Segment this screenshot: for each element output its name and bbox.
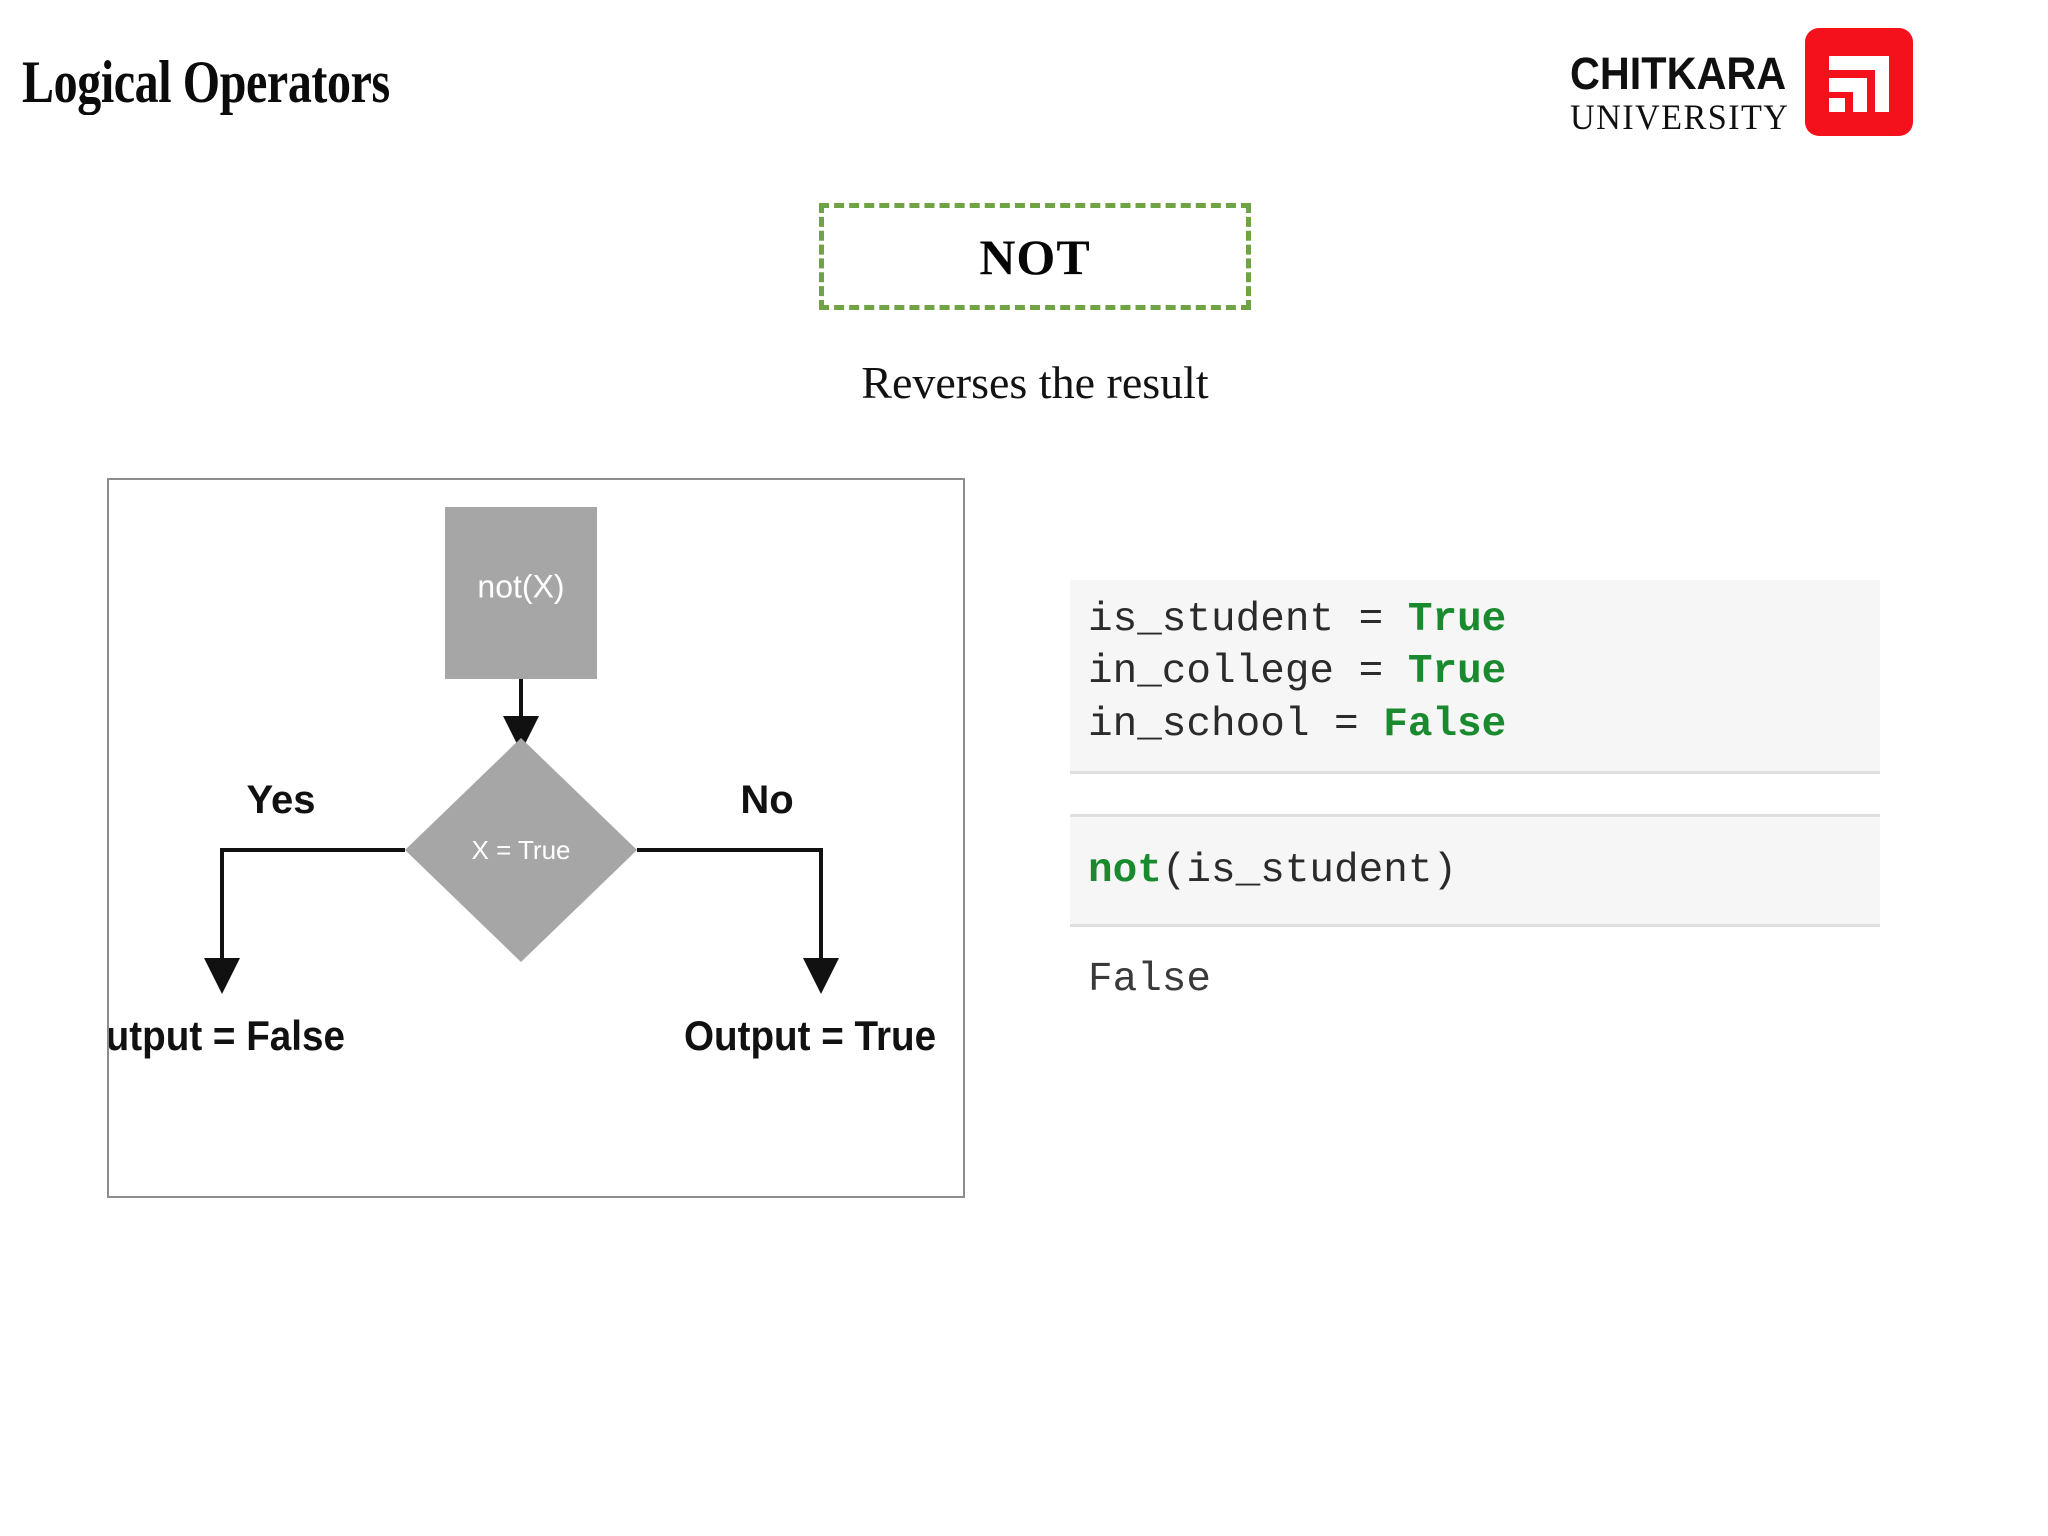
callout-description: Reverses the result xyxy=(861,357,1209,408)
code-keyword-not: not xyxy=(1088,848,1162,895)
flow-process-label: not(X) xyxy=(477,568,564,604)
code-op-3: = xyxy=(1309,701,1384,748)
code-op-1: = xyxy=(1334,597,1408,643)
not-callout-box: NOT xyxy=(819,203,1251,310)
flow-edge-no xyxy=(637,848,839,994)
flow-process-box xyxy=(445,507,597,679)
code-cell-assignments[interactable]: is_student = True in_college = True in_s… xyxy=(1070,580,1880,775)
code-output-value: False xyxy=(1088,956,1212,1003)
code-value-1: True xyxy=(1407,597,1507,643)
code-panel: is_student = True in_college = True in_s… xyxy=(1070,580,1880,1003)
not-label: NOT xyxy=(979,228,1091,285)
nested-corner-arrow-icon xyxy=(1805,28,1913,136)
code-op-2: = xyxy=(1334,649,1408,696)
brand-subtitle: UNIVERSITY xyxy=(1570,97,1790,137)
code-value-3: False xyxy=(1383,701,1507,748)
code-value-2: True xyxy=(1407,649,1507,696)
flow-branch-yes-label: Yes xyxy=(247,778,316,822)
brand-logo: CHITKARA UNIVERSITY xyxy=(1570,22,1920,137)
flowchart-svg: not(X) X = True Yes No Output = False Ou… xyxy=(109,507,936,1059)
code-var-is-student: is_student xyxy=(1088,597,1335,643)
flow-decision-diamond xyxy=(405,738,637,962)
flow-decision-label: X = True xyxy=(472,835,571,865)
flowchart-frame: not(X) X = True Yes No Output = False Ou… xyxy=(107,478,965,1198)
brand-wordmark: CHITKARA UNIVERSITY xyxy=(1570,48,1795,137)
code-cell-expression[interactable]: not(is_student) xyxy=(1070,814,1880,927)
brand-mark-svg xyxy=(1829,56,1889,112)
flow-output-no-label: Output = True xyxy=(684,1011,936,1059)
code-var-in-college: in_college xyxy=(1088,649,1335,696)
page-title: Logical Operators xyxy=(22,49,390,115)
brand-name: CHITKARA xyxy=(1570,48,1787,99)
flow-branch-no-label: No xyxy=(740,778,793,822)
code-var-in-school: in_school xyxy=(1088,701,1310,748)
flow-output-yes-label: Output = False xyxy=(109,1011,345,1059)
flow-edge-yes xyxy=(204,848,405,994)
code-expression-args: (is_student) xyxy=(1161,848,1458,895)
